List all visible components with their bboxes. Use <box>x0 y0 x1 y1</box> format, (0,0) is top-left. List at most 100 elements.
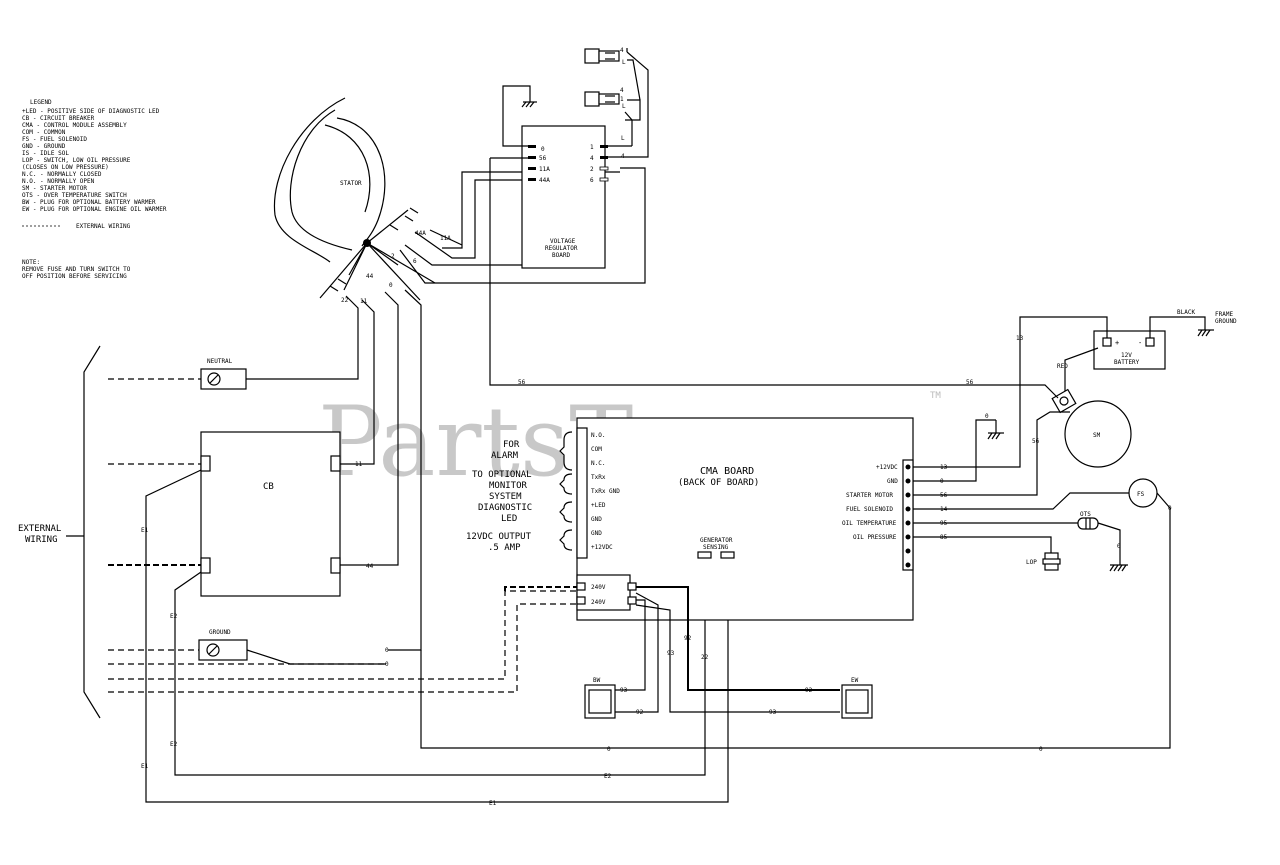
wire-label: 44 <box>366 273 374 280</box>
wire-label: 0 <box>985 413 989 420</box>
legend-external-wiring: EXTERNAL WIRING <box>76 223 131 230</box>
fs-label: FS <box>1137 491 1145 498</box>
cma-power-pin: 240V <box>591 584 606 591</box>
legend-item: IS - IDLE SOL <box>22 150 69 157</box>
legend-item: BW - PLUG FOR OPTIONAL BATTERY WARMER <box>22 199 156 206</box>
label-diag: LED <box>501 514 517 524</box>
wire-label: 0 <box>607 746 611 753</box>
legend-item: FS - FUEL SOLENOID <box>22 136 87 143</box>
note-title: NOTE: <box>22 259 40 266</box>
wire-label: 0 <box>1117 543 1121 550</box>
wire-label: 0 <box>1168 505 1172 512</box>
legend-item: LOP - SWITCH, LOW OIL PRESSURE <box>22 157 131 164</box>
starter-motor: SM <box>1051 388 1132 468</box>
legend-item: (CLOSES ON LOW PRESSURE) <box>22 164 109 171</box>
vr-label: VOLTAGE <box>550 238 576 245</box>
svg-text:-: - <box>1138 339 1142 347</box>
wire-label: 93 <box>769 709 777 716</box>
legend-item: +LED - POSITIVE SIDE OF DIAGNOSTIC LED <box>22 108 160 115</box>
cma-left-pin: GND <box>591 516 602 523</box>
ew-label: EW <box>851 677 859 684</box>
wire-label: 0 <box>1039 746 1043 753</box>
wire-label: 93 <box>620 687 628 694</box>
wire-label: 93 <box>667 650 675 657</box>
vr-pin: 11A <box>539 166 550 173</box>
legend-item: COM - COMMON <box>22 129 66 136</box>
battery: + - 12V BATTERY <box>1093 330 1166 370</box>
legend-item: CB - CIRCUIT BREAKER <box>22 115 95 122</box>
battery-label: 12V <box>1121 352 1132 359</box>
wire-label: 44 <box>366 563 374 570</box>
wire-label: 0 <box>940 478 944 485</box>
wire-label: 6 <box>413 258 417 265</box>
cma-left-pin: GND <box>591 530 602 537</box>
wire-label: 1 <box>620 96 624 103</box>
cma-right-pin: OIL TEMPERATURE <box>842 520 897 527</box>
ground-label: GROUND <box>209 629 231 636</box>
wire-label: 22 <box>701 654 709 661</box>
label-diag: DIAGNOSTIC <box>478 503 532 513</box>
cma-right-pin: +12VDC <box>876 464 898 471</box>
cma-subtitle: (BACK OF BOARD) <box>678 478 759 488</box>
label-monitor: TO OPTIONAL <box>472 470 532 480</box>
vr-pin: 4 <box>590 155 594 162</box>
wire-label: 2 <box>391 253 395 260</box>
vr-pin: 56 <box>539 155 547 162</box>
wire-label: 13 <box>1016 335 1024 342</box>
wire-label: 11A <box>440 235 451 242</box>
label-output: .5 AMP <box>488 543 521 553</box>
cma-left-pin: +12VDC <box>591 544 613 551</box>
low-oil-pressure-switch: LOP <box>1026 552 1061 571</box>
wire-label: 56 <box>518 379 526 386</box>
wire-label: 11 <box>355 461 363 468</box>
wire-label: 4 <box>620 47 624 54</box>
legend-item: OTS - OVER TEMPERATURE SWITCH <box>22 192 127 199</box>
wire-label: 56 <box>966 379 974 386</box>
legend-item: SM - STARTER MOTOR <box>22 185 87 192</box>
cma-right-pin: FUEL SOLENOID <box>846 506 893 513</box>
wire-label: 92 <box>684 635 692 642</box>
vr-pin: 6 <box>590 177 594 184</box>
cma-right-pin: GND <box>887 478 898 485</box>
svg-text:+: + <box>1115 339 1119 347</box>
legend-item: N.C. - NORMALLY CLOSED <box>22 171 102 178</box>
wire-label: L <box>621 135 625 142</box>
external-wiring-label: EXTERNAL <box>18 524 61 534</box>
neutral-label: NEUTRAL <box>207 358 233 365</box>
legend: LEGEND +LED - POSITIVE SIDE OF DIAGNOSTI… <box>22 99 167 280</box>
vr-pin: 44A <box>539 177 550 184</box>
engine-warmer-plug: EW <box>841 677 873 719</box>
plug-connector <box>584 91 620 107</box>
wire-label: 56 <box>940 492 948 499</box>
label-for-alarm: FOR <box>503 440 520 450</box>
wire-label: 56 <box>1032 438 1040 445</box>
stator: STATOR <box>273 97 436 301</box>
vr-label: REGULATOR <box>545 245 578 252</box>
frame-ground-label: FRAME <box>1215 311 1233 318</box>
legend-item: GND - GROUND <box>22 143 66 150</box>
cma-title: CMA BOARD <box>700 466 754 477</box>
wire-label: E2 <box>170 741 178 748</box>
frame-ground-label: GROUND <box>1215 318 1237 325</box>
cma-right-pin: OIL PRESSURE <box>853 534 897 541</box>
wire-label: E2 <box>604 773 612 780</box>
cma-right-pin: STARTER MOTOR <box>846 492 893 499</box>
label-monitor: SYSTEM <box>489 492 522 502</box>
generator-sensing-label: GENERATOR <box>700 537 733 544</box>
label-output: 12VDC OUTPUT <box>466 532 532 542</box>
fuel-solenoid: FS <box>1128 478 1158 508</box>
cma-left-pin: TxRx GND <box>591 488 620 495</box>
wire-label: 4 <box>621 153 625 160</box>
wire-label: 85 <box>940 534 948 541</box>
wire-label: L <box>622 59 626 66</box>
generator-sensing-label: SENSING <box>703 544 729 551</box>
wire-label: 44A <box>415 230 426 237</box>
trademark: TM <box>930 391 941 401</box>
legend-title: LEGEND <box>30 99 52 106</box>
wire-label: 13 <box>940 464 948 471</box>
red-label: RED <box>1057 363 1068 370</box>
wire-label: L <box>622 103 626 110</box>
sm-label: SM <box>1093 432 1101 439</box>
wire-label: 0 <box>385 647 389 654</box>
